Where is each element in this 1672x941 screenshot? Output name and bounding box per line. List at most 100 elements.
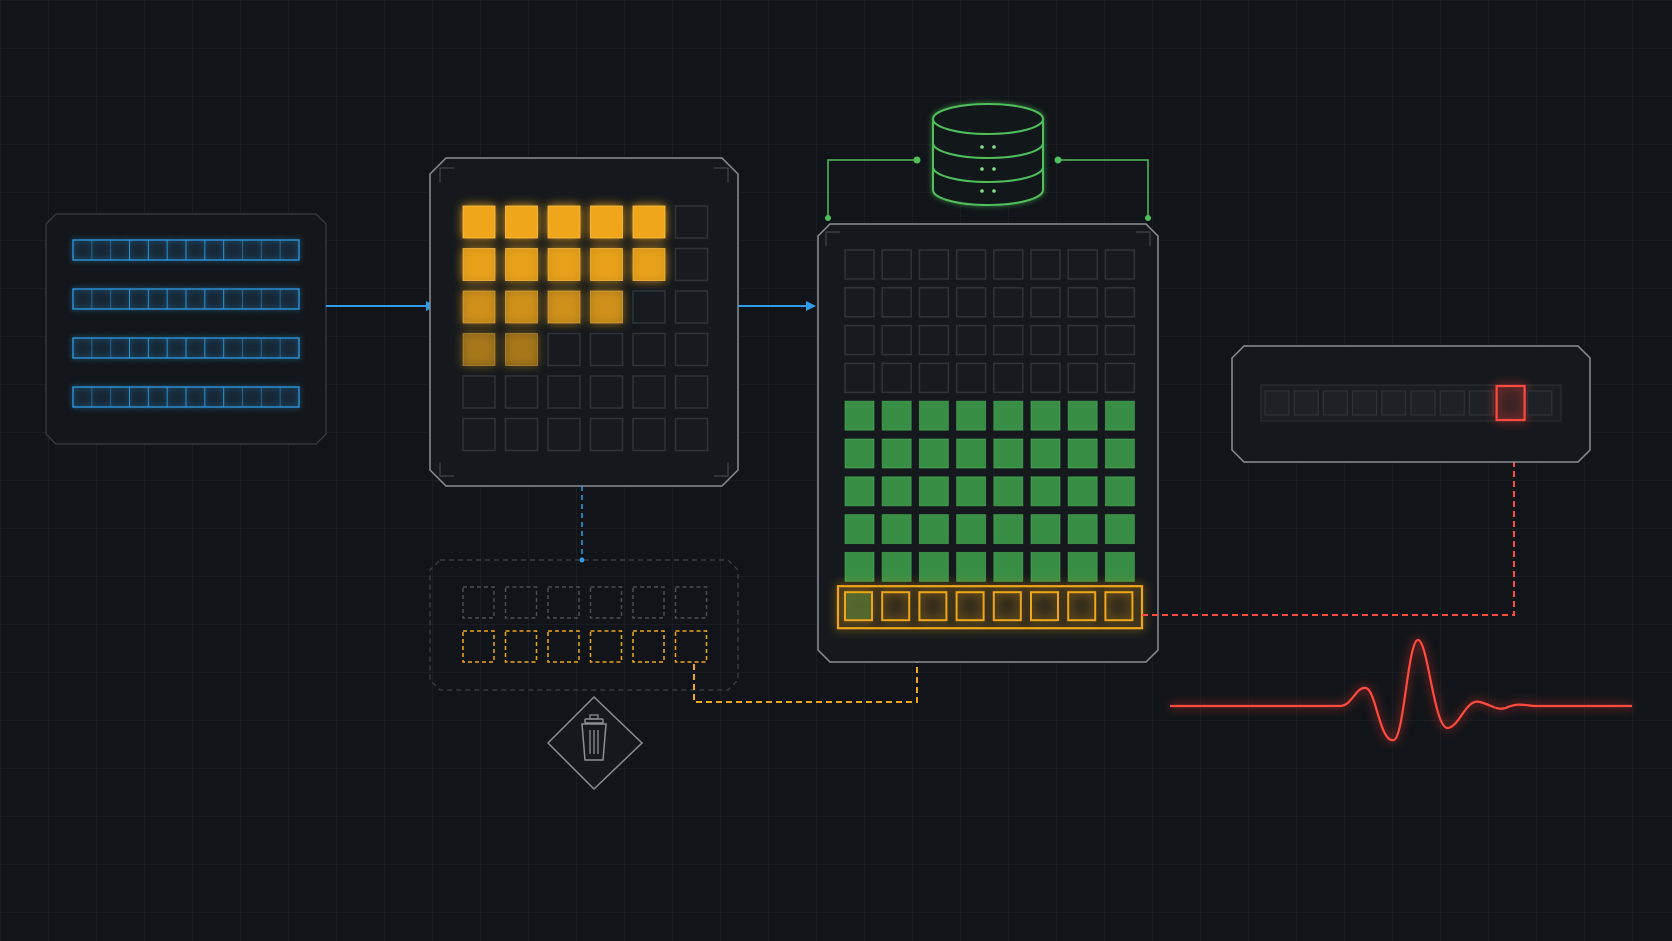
discard-cell-amber xyxy=(632,630,665,663)
cache-cell-filled xyxy=(462,333,496,366)
cache-cell-filled xyxy=(590,248,623,281)
cache-cell-filled xyxy=(505,205,538,239)
cache-cell-filled xyxy=(505,290,538,324)
memory-cell-green xyxy=(918,438,949,469)
cache-cell-empty xyxy=(674,205,709,239)
memory-grid xyxy=(836,249,1144,630)
cache-cell-empty xyxy=(589,417,624,452)
output-cell xyxy=(1293,390,1319,416)
cache-cell-empty xyxy=(504,417,539,452)
memory-cell-green xyxy=(844,551,875,582)
memory-cell-empty xyxy=(844,324,875,356)
cache-cell-filled xyxy=(505,248,538,281)
database-connectors xyxy=(825,156,1151,221)
memory-cell-green xyxy=(1030,514,1061,545)
memory-cell-empty xyxy=(918,249,950,280)
discard-buffer xyxy=(429,559,739,691)
cache-cell-empty xyxy=(462,417,496,452)
cache-cell-filled xyxy=(590,290,623,324)
memory-cell-green xyxy=(918,400,949,431)
memory-cell-empty xyxy=(955,249,987,280)
cache-cell-empty xyxy=(632,375,666,409)
memory-cell-green xyxy=(844,400,875,431)
cache-cell-filled xyxy=(462,248,496,281)
cache-grid xyxy=(462,205,709,452)
output-panel xyxy=(1231,345,1591,463)
memory-cell-green xyxy=(993,514,1024,545)
memory-highlight-cell xyxy=(881,591,911,622)
cache-cell-empty xyxy=(589,375,624,409)
memory-cell-empty xyxy=(1067,287,1098,318)
memory-cell-green xyxy=(1067,514,1098,545)
output-link xyxy=(1142,422,1519,616)
memory-cell-empty xyxy=(881,287,912,318)
memory-cell-green xyxy=(1104,438,1135,469)
cache-cell-filled xyxy=(632,248,666,281)
discard-cell-empty xyxy=(589,586,623,619)
input-rows xyxy=(72,239,300,408)
memory-cell-green xyxy=(844,438,875,469)
memory-cell-empty xyxy=(1030,324,1061,356)
memory-cell-empty xyxy=(1067,324,1098,356)
trash-icon xyxy=(546,695,644,791)
memory-cell-empty xyxy=(955,324,987,356)
reload-link xyxy=(693,640,922,703)
memory-cell-green xyxy=(881,438,912,469)
database-icon xyxy=(932,103,1044,206)
memory-cell-empty xyxy=(844,362,875,394)
memory-cell-empty xyxy=(918,287,950,318)
memory-cell-green xyxy=(1067,438,1098,469)
output-cell xyxy=(1439,390,1465,416)
memory-cell-green xyxy=(881,476,912,507)
memory-highlight-cell xyxy=(955,591,985,622)
memory-cell-green xyxy=(993,400,1024,431)
cache-cell-empty xyxy=(674,290,709,324)
memory-cell-empty xyxy=(1067,249,1098,280)
memory-cell-empty xyxy=(918,362,950,394)
memory-cell-empty xyxy=(955,362,987,394)
memory-cell-empty xyxy=(1104,249,1136,280)
cache-panel xyxy=(429,157,739,487)
discard-cell-amber xyxy=(674,630,708,663)
memory-cell-empty xyxy=(993,287,1024,318)
memory-cell-green xyxy=(844,514,875,545)
discard-cell-empty xyxy=(504,586,538,619)
cache-cell-empty xyxy=(674,332,709,367)
cache-cell-empty xyxy=(674,417,709,452)
memory-cell-empty xyxy=(844,249,875,280)
memory-cell-green xyxy=(918,514,949,545)
memory-cell-green xyxy=(956,438,987,469)
cache-cell-filled xyxy=(547,205,581,239)
memory-cell-empty xyxy=(881,324,912,356)
discard-cell-amber xyxy=(589,630,623,663)
memory-cell-green xyxy=(918,551,949,582)
memory-cell-green xyxy=(918,476,949,507)
memory-highlight-cell xyxy=(918,591,948,622)
memory-cell-green xyxy=(1030,551,1061,582)
cache-cell-empty xyxy=(589,332,624,367)
discard-cell-empty xyxy=(462,586,495,619)
memory-cell-green xyxy=(881,400,912,431)
discard-grid xyxy=(462,586,708,663)
cache-cell-empty xyxy=(462,375,496,409)
memory-cell-green xyxy=(1067,400,1098,431)
cache-cell-filled xyxy=(547,248,581,281)
discard-cell-amber xyxy=(462,630,495,663)
memory-cell-empty xyxy=(1067,362,1098,394)
memory-cell-green xyxy=(1030,476,1061,507)
discard-cell-amber xyxy=(504,630,538,663)
memory-cell-empty xyxy=(881,362,912,394)
output-cell xyxy=(1322,390,1349,416)
cache-cell-empty xyxy=(632,332,666,367)
output-cell xyxy=(1527,390,1553,416)
cache-cell-empty xyxy=(547,375,581,409)
memory-cell-green xyxy=(1030,400,1061,431)
cache-cell-filled xyxy=(590,205,623,239)
output-cell xyxy=(1410,390,1436,416)
memory-cell-green xyxy=(956,400,987,431)
discard-cell-amber xyxy=(547,630,580,663)
memory-highlight-cell xyxy=(1104,591,1134,622)
memory-cell-green xyxy=(1104,400,1135,431)
memory-highlight-cell xyxy=(844,591,873,622)
memory-cell-green xyxy=(1104,476,1135,507)
